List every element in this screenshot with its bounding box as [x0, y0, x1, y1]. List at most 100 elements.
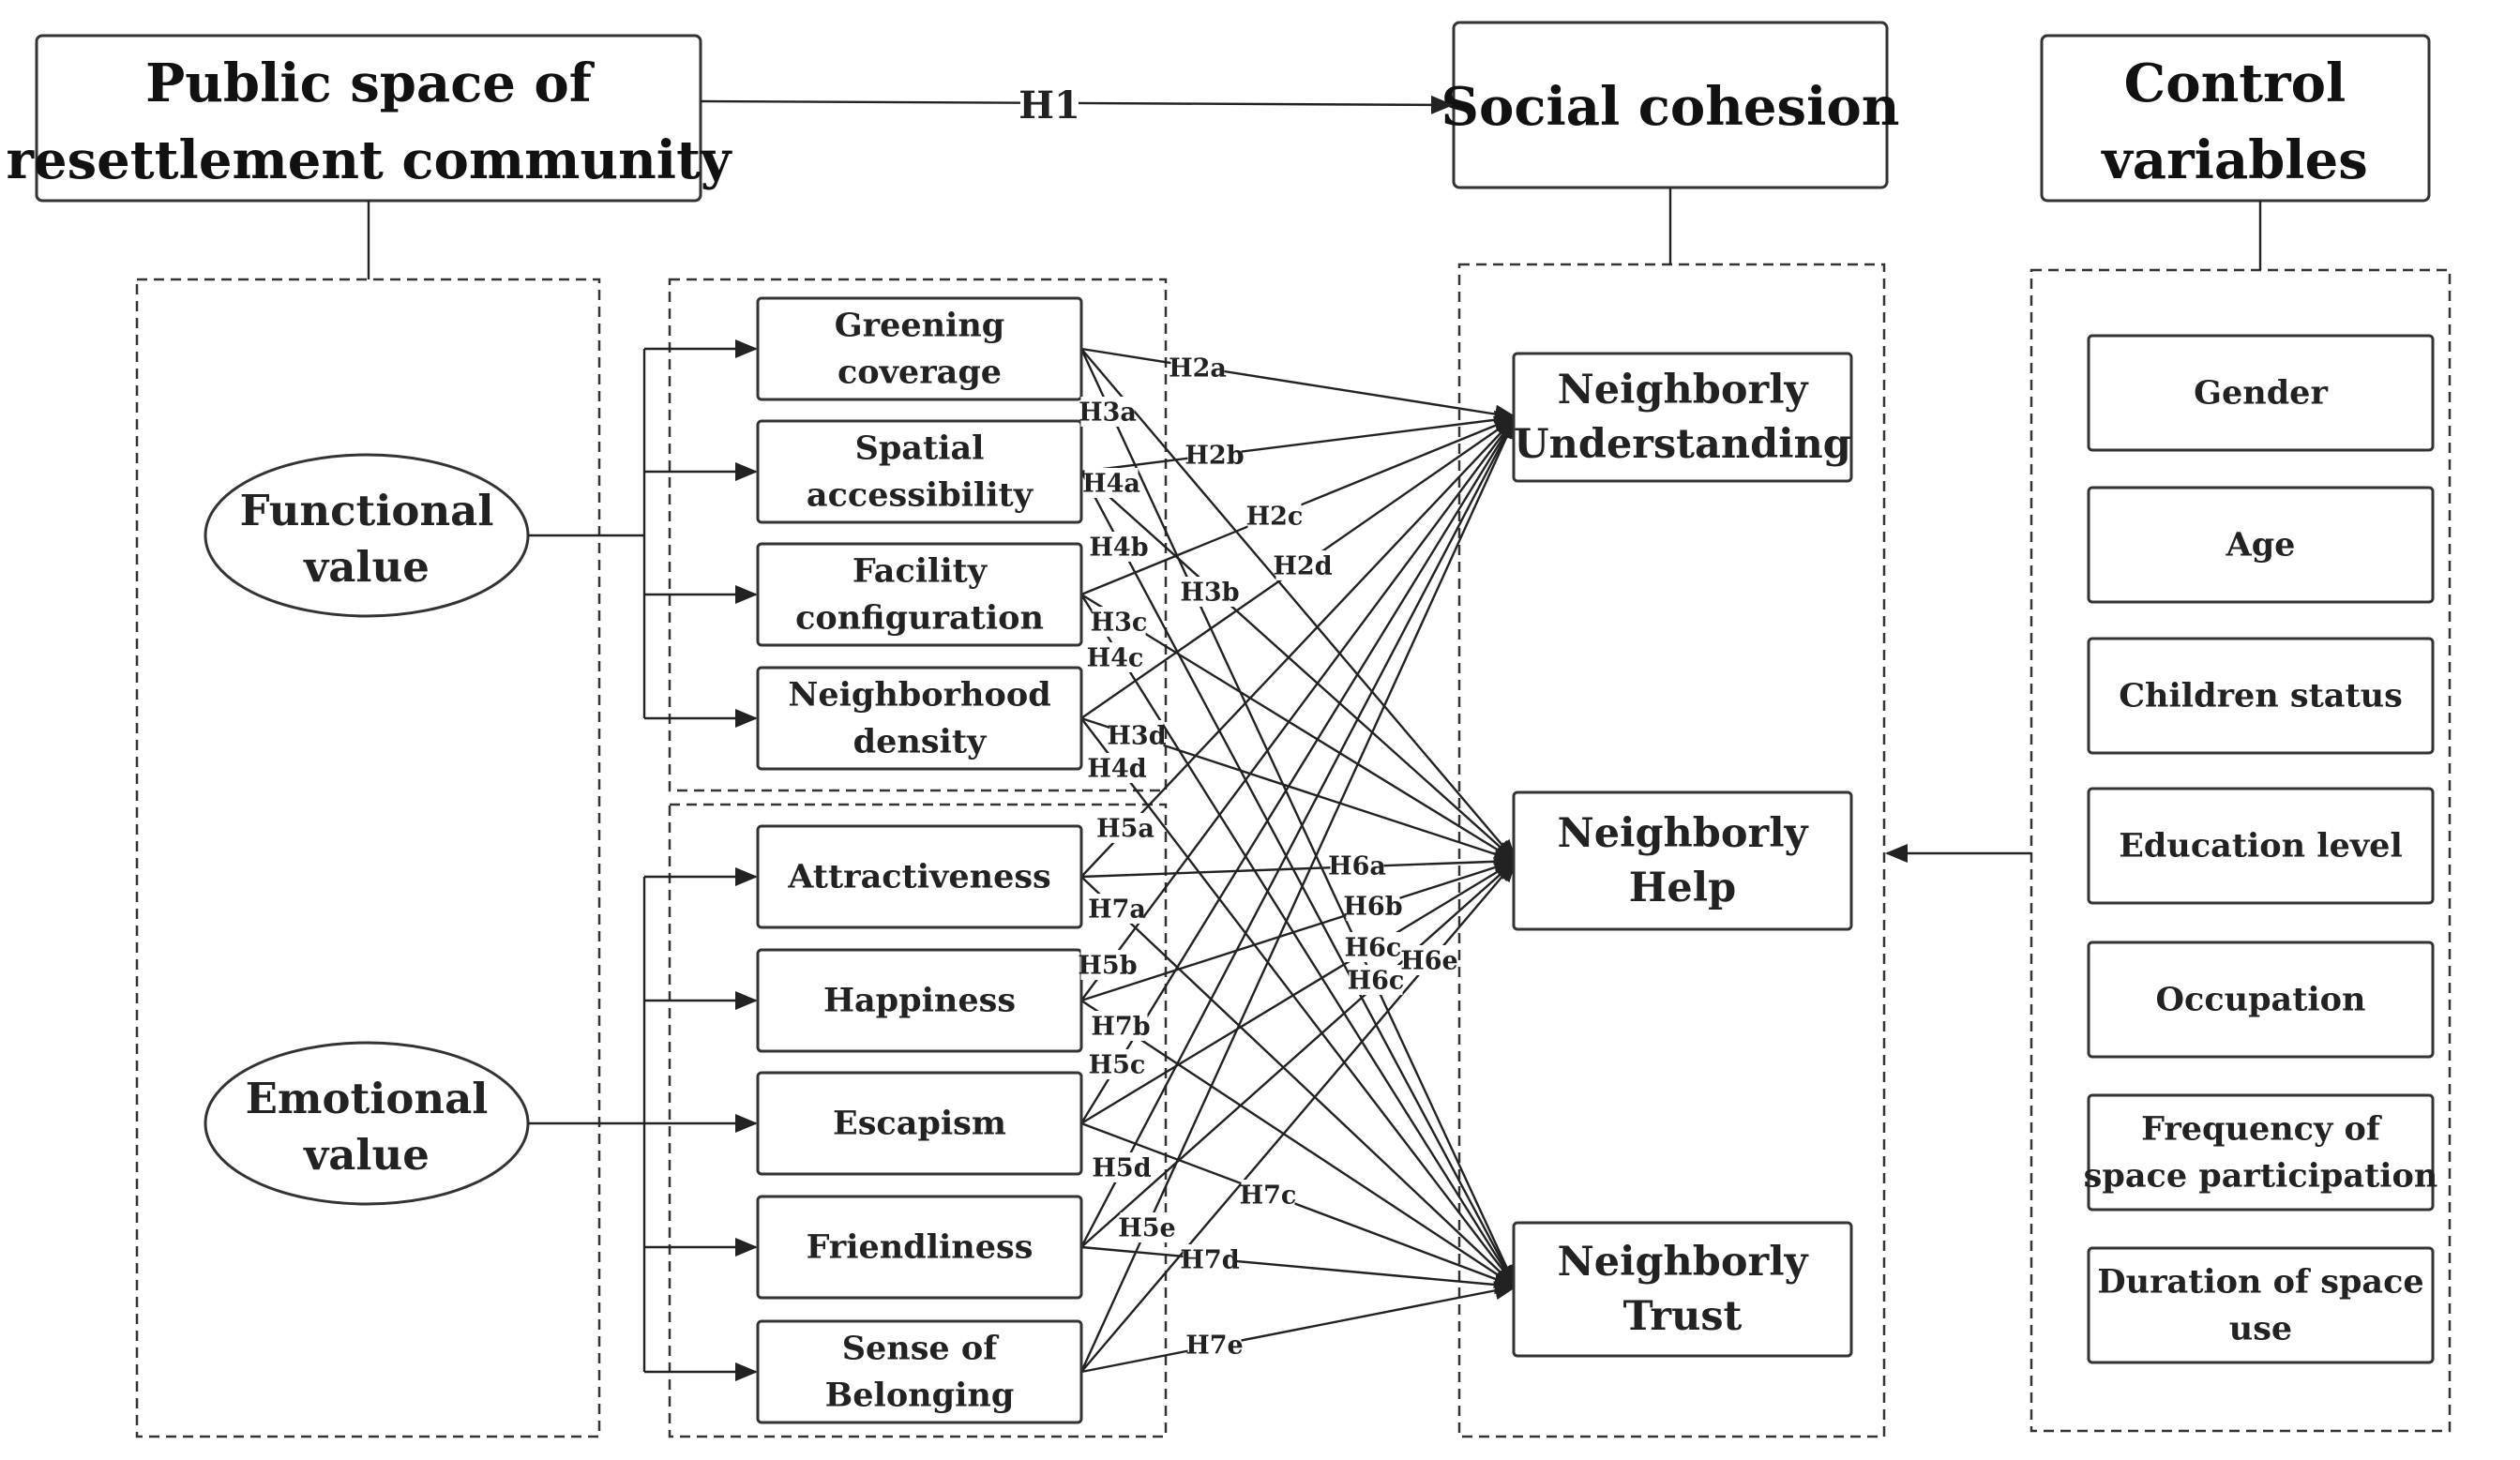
hypothesis-label-bg: [1080, 397, 1135, 427]
item-boxes: GreeningcoverageSpatialaccessibilityFaci…: [756, 296, 1083, 1424]
public-space-title-line2: resettlement community: [7, 129, 732, 191]
hypothesis-label-bg: [1080, 950, 1135, 980]
outcome-neighborly-understanding-line2: Understanding: [1514, 421, 1851, 468]
path-h3c-6: [1080, 593, 1517, 863]
path-h6a-17: [1080, 851, 1517, 879]
hypothesis-label-bg: [1092, 532, 1146, 562]
control-gender-line1: Gender: [2194, 374, 2328, 413]
control-box: [2087, 334, 2435, 452]
path-h5c-14: [1079, 415, 1517, 1124]
dimension-group-frame: [135, 278, 601, 1438]
item-facility-configuration-line2: configuration: [795, 599, 1044, 638]
functional-value-line2: value: [303, 542, 430, 592]
h1-label-bg: [1020, 81, 1079, 126]
hypothesis-label-h3d: H3d: [1107, 722, 1166, 751]
path-h2b-1: [1080, 410, 1517, 474]
hypothesis-label-bg: [1187, 440, 1242, 470]
hypothesis-label-bg: [1183, 577, 1237, 607]
hypothesis-label-bg: [1094, 1152, 1149, 1182]
h1-label: H1: [1019, 83, 1080, 128]
public-space-box: Public space of resettlement community: [7, 34, 732, 203]
control-occupation: Occupation: [2087, 941, 2435, 1059]
path-h6b-18: [1080, 858, 1517, 1002]
hypothesis-label-h2b: H2b: [1185, 442, 1244, 471]
outcome-neighborly-help-line1: Neighborly: [1557, 810, 1809, 857]
control-duration-of-space-use-line1: Duration of space: [2097, 1263, 2423, 1302]
item-box: [756, 1319, 1083, 1424]
hypothesis-label-bg: [1170, 353, 1225, 383]
control-variables-title-line2: variables: [2100, 129, 2367, 191]
public-space-title-line1: Public space of: [145, 53, 596, 114]
item-box: [756, 419, 1083, 524]
hypothesis-label-bg: [1402, 945, 1456, 975]
hypothesis-label-h3b: H3b: [1180, 579, 1239, 608]
hypothesis-label-h5c: H5c: [1089, 1051, 1146, 1080]
item-box: [756, 296, 1083, 401]
outcome-box: [1512, 352, 1853, 483]
path-h4c-10: [1079, 594, 1517, 1288]
path-h7b-23: [1080, 999, 1517, 1288]
control-duration-of-space-use-line2: use: [2229, 1310, 2292, 1348]
item-neighborhood-density-line2: density: [853, 723, 988, 761]
item-sense-of-belonging-line1: Sense of: [842, 1330, 999, 1368]
path-h2a-0: [1080, 347, 1517, 424]
hypothesis-label-bg: [1092, 607, 1146, 637]
item-friendliness-line1: Friendliness: [807, 1228, 1034, 1267]
item-greening-coverage-line2: coverage: [837, 354, 1002, 392]
hypothesis-label-bg: [1346, 891, 1400, 921]
social-cohesion-frame: [1457, 263, 1886, 1438]
hypothesis-label-h2a: H2a: [1169, 354, 1227, 384]
hypothesis-label-bg: [1098, 813, 1153, 843]
item-sense-of-belonging: Sense of Belonging: [756, 1319, 1083, 1424]
emotional-value-line1: Emotional: [246, 1074, 489, 1123]
outcome-boxes: NeighborlyUnderstandingNeighborlyHelpNei…: [1512, 352, 1853, 1358]
control-frequency-of-space-participation-line1: Frequency of: [2141, 1110, 2382, 1149]
path-h3b-5: [1080, 471, 1517, 863]
control-gender: Gender: [2087, 334, 2435, 452]
control-children-status-line1: Children status: [2119, 677, 2403, 715]
path-h7c-24: [1080, 1121, 1517, 1288]
hypothesis-label-bg: [1247, 501, 1302, 531]
control-children-status: Children status: [2087, 637, 2435, 755]
item-attractiveness: Attractiveness: [756, 824, 1083, 929]
hypothesis-label-h5b: H5b: [1078, 952, 1137, 981]
outcome-neighborly-help-line2: Help: [1629, 865, 1736, 911]
path-h4a-8: [1079, 348, 1517, 1288]
hypothesis-label-h3a: H3a: [1079, 399, 1137, 428]
path-h7e-26: [1080, 1281, 1517, 1374]
hypothesis-label-h4b: H4b: [1089, 534, 1148, 563]
path-h6c-20: [1080, 859, 1517, 1248]
hypothesis-label-h7d: H7d: [1180, 1246, 1239, 1275]
hypothesis-label-bg: [1330, 850, 1384, 881]
control-age: Age: [2087, 486, 2435, 604]
hypothesis-label-bg: [1349, 965, 1403, 995]
item-box: [756, 1071, 1083, 1176]
hypothesis-label-bg: [1109, 720, 1164, 750]
functional-value-line1: Functional: [240, 486, 494, 535]
item-happiness-line1: Happiness: [823, 982, 1016, 1020]
control-duration-of-space-use: Duration of space use: [2087, 1246, 2435, 1364]
hypothesis-label-h2c: H2c: [1246, 503, 1304, 532]
control-education-level-line1: Education level: [2119, 827, 2403, 865]
hypothesis-label-bg: [1090, 894, 1144, 924]
dimension-brackets: [528, 339, 758, 1381]
hypothesis-label-h7e: H7e: [1185, 1332, 1243, 1361]
path-h5a-12: [1080, 415, 1517, 878]
control-variables-frame: [2030, 268, 2452, 1433]
item-sense-of-belonging-line2: Belonging: [825, 1377, 1015, 1415]
hypothesis-label-h4c: H4c: [1087, 644, 1144, 673]
item-facility-configuration-line1: Facility: [853, 552, 988, 591]
functional-value-ellipse: Functional value: [204, 453, 530, 618]
item-box: [756, 1195, 1083, 1300]
item-friendliness: Friendliness: [756, 1195, 1083, 1300]
item-spatial-accessibility-line1: Spatial: [855, 429, 985, 468]
hypothesis-label-bg: [1084, 468, 1139, 498]
hypothesis-label-h2d: H2d: [1273, 552, 1332, 581]
item-escapism: Escapism: [756, 1071, 1083, 1176]
path-h5b-13: [1080, 415, 1517, 1001]
hypothesis-label-bg: [1090, 753, 1144, 783]
